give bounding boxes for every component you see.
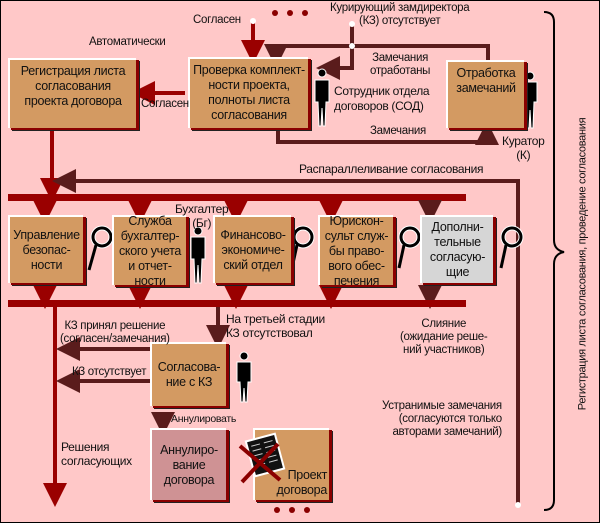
label-cancel: Аннулировать (171, 413, 237, 425)
person-silhouette-icon (314, 68, 330, 127)
label-kz-decided: КЗ принял решение (согласен/замечания) (60, 320, 170, 345)
box-kz-approval: Согласова- ние с КЗ (150, 342, 226, 406)
label-agreed-left: Согласен (141, 98, 189, 110)
junction-dot (349, 21, 355, 27)
label-contracts-employee: Сотрудник отдела договоров (СОД) (334, 84, 430, 113)
box-accounting-label: Служба бухгалтер- ского учета и отчет- н… (118, 213, 182, 288)
box-finance-label: Финансово- экономиче- ский отдел (220, 227, 286, 272)
box-accounting: Служба бухгалтер- ского учета и отчет- н… (112, 214, 186, 288)
arrow-remarks-to-rework (276, 121, 499, 145)
side-brace (543, 11, 565, 511)
magnifying-glass-icon (290, 225, 315, 269)
line-parallelization-return (52, 169, 520, 505)
magnifying-glass-icon (397, 225, 422, 269)
label-deputy-absent: Курирующий замдиректора (КЗ) отсутствует (330, 2, 470, 27)
label-remarks: Замечания (370, 125, 426, 137)
box-rework: Отработка замечаний (446, 60, 524, 128)
ellipsis-dots-icon (272, 10, 308, 16)
label-agreed-top: Согласен (193, 14, 241, 26)
box-cancellation: Аннулиро- вание договора (150, 428, 226, 500)
box-kz-approval-label: Согласова- ние с КЗ (157, 360, 221, 389)
ellipsis-dots-icon (274, 507, 310, 513)
box-finance: Финансово- экономиче- ский отдел (213, 215, 291, 283)
label-kz-absent: КЗ отсутствует (72, 366, 147, 378)
box-security: Управление безопас- ности (8, 215, 83, 283)
junction-dot (349, 43, 355, 49)
label-accountant: Бухгалтер (Бг) (175, 202, 229, 230)
box-registration-label: Регистрация листа согласования проекта д… (20, 64, 126, 108)
junction-dot (515, 502, 521, 508)
junction-dot (250, 18, 256, 24)
box-check-label: Проверка комплект- ности проекта, полнот… (193, 63, 305, 122)
person-silhouette-icon (190, 226, 206, 284)
label-automatically: Автоматически (89, 36, 166, 48)
label-side-caption: Регистрация листа согласования, проведен… (576, 117, 589, 411)
label-remarks-resolved: Замечания отработаны (370, 52, 431, 77)
label-decisions: Решения согласующих (61, 440, 132, 468)
box-additional-label: Дополни- тельные согласую- щие (429, 220, 486, 279)
label-curator: Куратор (К) (502, 134, 545, 162)
box-additional: Дополни- тельные согласую- щие (420, 215, 493, 283)
box-registration: Регистрация листа согласования проекта д… (8, 58, 136, 128)
label-removable-remarks: Устранимые замечания (согласуются только… (382, 400, 502, 438)
box-security-label: Управление безопас- ности (13, 227, 80, 272)
loop-remarks-resolved (352, 44, 490, 60)
box-check: Проверка комплект- ности проекта, полнот… (188, 57, 308, 128)
box-rework-label: Отработка замечаний (456, 66, 516, 95)
person-silhouette-icon (236, 351, 252, 403)
bottom-bus (8, 300, 466, 307)
magnifying-glass-icon (87, 225, 114, 271)
top-bus (8, 194, 466, 201)
label-merge: Слияние (ожидание реше- ний участников) (400, 318, 488, 356)
box-cancellation-label: Аннулиро- вание договора (160, 442, 218, 487)
label-parallelization: Распараллеливание согласования (299, 162, 484, 176)
arrow-resolved-back (316, 46, 354, 80)
label-third-stage: На третьей стадии КЗ отсутствовал (226, 312, 325, 340)
box-project-label: Проект договора (276, 468, 328, 497)
box-legal-label: Юрискон- сульт служ- бы право- вого обес… (324, 213, 389, 288)
box-legal: Юрискон- сульт служ- бы право- вого обес… (318, 214, 393, 288)
magnifying-glass-icon (499, 225, 524, 269)
person-silhouette-icon (522, 71, 538, 129)
